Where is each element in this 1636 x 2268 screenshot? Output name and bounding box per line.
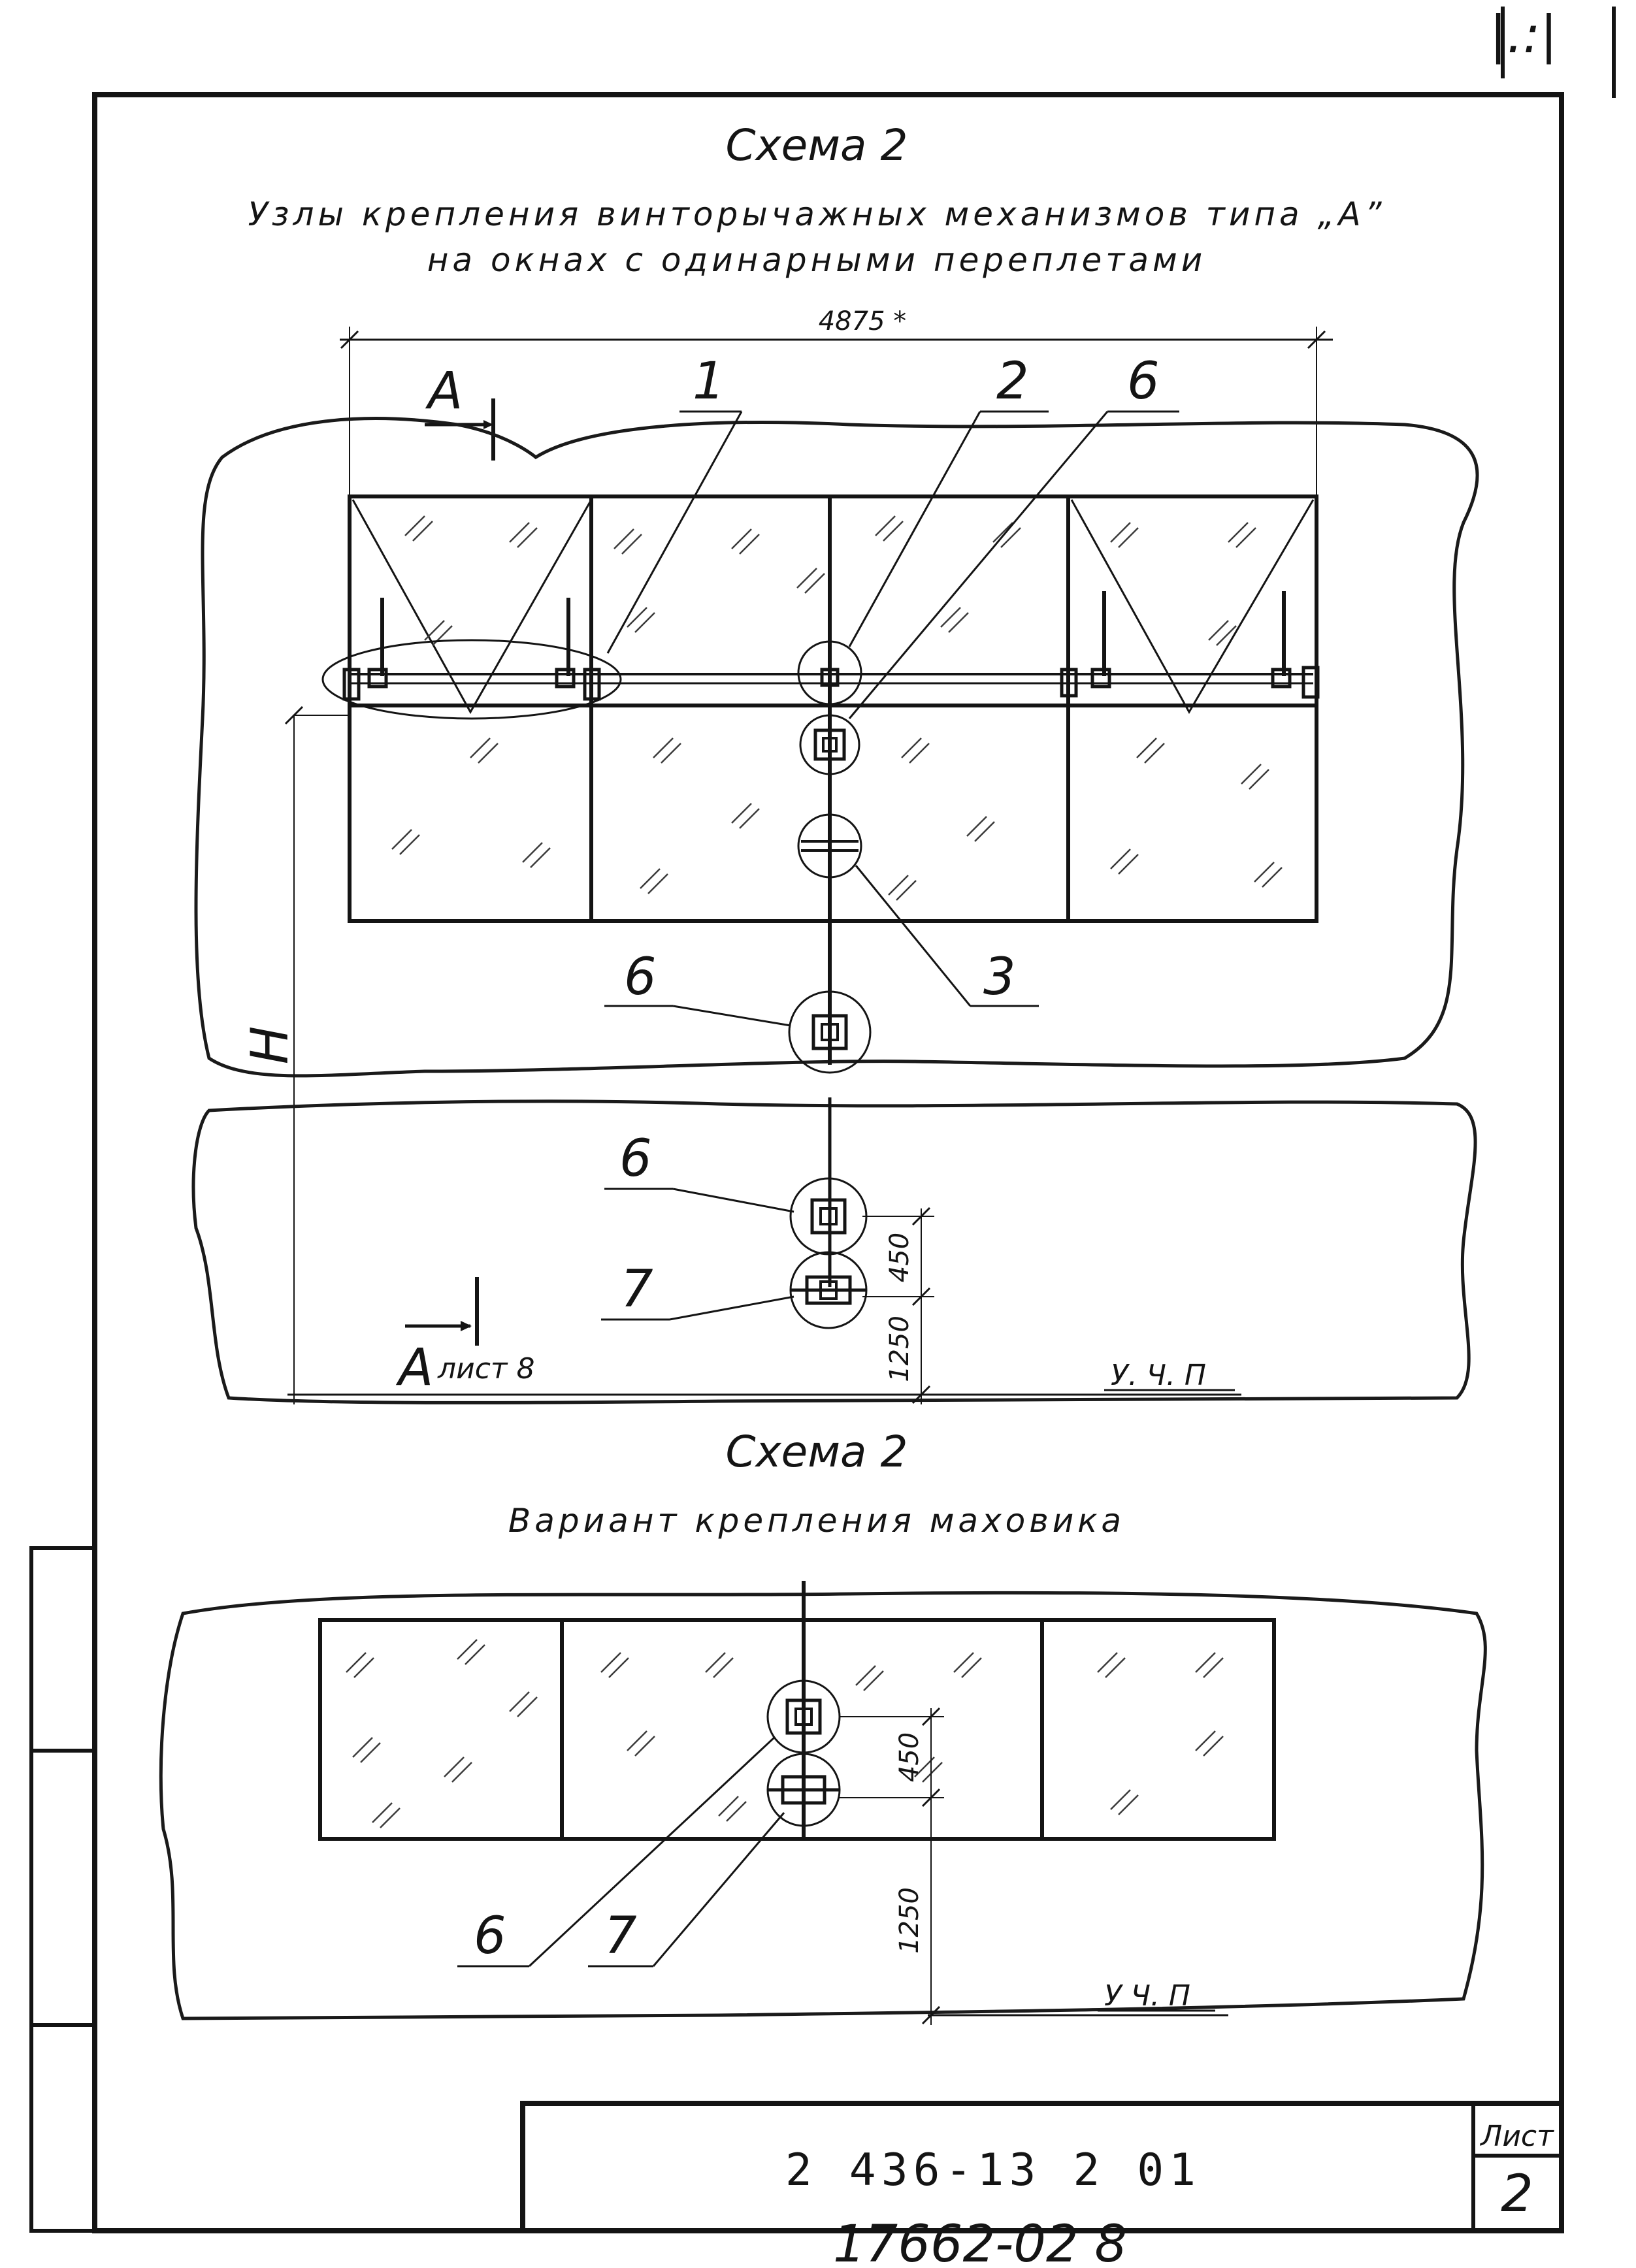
callout-6-low: 6 [619,1129,652,1188]
callout-leaders-upper [604,410,1179,1027]
node-1-ellipse [321,639,622,720]
svg-text:450: 450 [894,1732,924,1782]
dimension-450-1250: 450 1250 [862,1207,934,1404]
svg-text:1250: 1250 [894,1887,924,1954]
schema-1-title: Схема 2 [726,120,908,170]
schema-2-callout-7: 7 [604,1907,637,1966]
svg-text:450: 450 [885,1233,915,1282]
glass-hatching-upper [391,515,1283,901]
inventory-number: 17662-02 8 [833,2215,1127,2268]
callout-1: 1 [693,352,725,411]
binding-strip [29,1546,97,2233]
transom-braces [352,499,1315,715]
schema-1-subtitle-1: Узлы крепления винторычажных механизмов … [248,195,1385,233]
wall-outline-schema-2 [159,1591,1487,2020]
dim-4875: 4875 * [819,306,907,336]
node-3-circle [797,813,862,879]
callout-3: 3 [983,948,1016,1007]
svg-text:А: А [425,362,463,421]
dimension-overall: 4875 * [340,306,1333,702]
floor-label-upper: У. Ч. П [1111,1359,1206,1392]
callout-6-mid: 6 [624,948,657,1007]
callout-leaders-lower [601,1188,794,1321]
schema-1-header: Схема 2 Узлы крепления винторычажных мех… [248,120,1385,279]
svg-text:лист 8: лист 8 [437,1352,535,1385]
schema-2-callout-6: 6 [474,1907,506,1966]
sheet-label: Лист [1479,2120,1554,2153]
callout-2: 2 [996,352,1029,411]
schema-2-title: Схема 2 [726,1427,908,1477]
callout-7: 7 [621,1260,653,1319]
wall-outline-upper [194,417,1479,1078]
schema-2-subtitle: Вариант крепления маховика [508,1502,1125,1540]
section-mark-top: А [425,362,495,461]
operator-rod [342,591,1320,701]
svg-text:Н: Н [241,1026,300,1065]
node-6a-circle [799,714,860,775]
floor-label-schema-2: У Ч. П [1104,1979,1190,2013]
callout-6-top: 6 [1127,352,1160,411]
callout-leaders-schema-2 [457,1736,785,1968]
dimension-height: Н [241,705,350,1404]
doc-number: 2 436-13 2 01 [785,2145,1201,2196]
glass-hatching-schema-2 [346,1639,1224,1828]
schema-1-subtitle-2: на окнах с одинарными переплетами [427,241,1207,279]
section-mark-bottom: А лист 8 [395,1277,535,1397]
dimension-schema-2: 450 1250 [840,1707,944,2025]
title-block: 2 436-13 2 01 Лист 2 [520,2101,1564,2233]
node-2-circle [797,640,862,705]
wall-outline-lower [191,1099,1477,1404]
corner-mark: |.:| [1490,6,1558,65]
svg-text:1250: 1250 [885,1316,915,1382]
window-frame-upper [348,494,1318,1065]
svg-text:А: А [395,1338,433,1397]
node-6b-circle [788,990,872,1074]
sheet-number: 2 [1501,2165,1533,2224]
